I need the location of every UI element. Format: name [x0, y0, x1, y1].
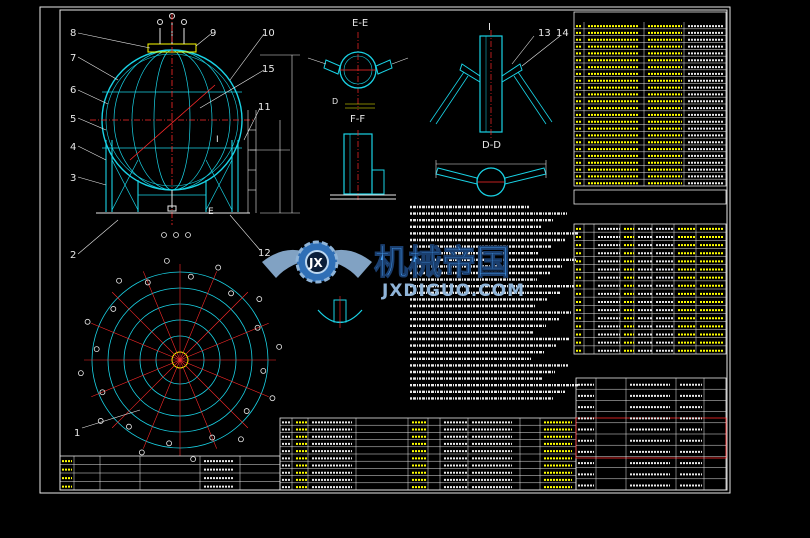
callout-9: 9 [210, 28, 216, 39]
callout-5: 5 [70, 114, 76, 125]
technical-notes-block [410, 205, 579, 400]
callout-6: 6 [70, 85, 76, 96]
section-mark-i: I [216, 135, 219, 145]
callout-13: 13 [538, 28, 551, 39]
watermark-english: JXDIGUO.COM [381, 281, 525, 301]
callout-11: 11 [258, 102, 271, 113]
section-mark-e: E [208, 207, 214, 217]
view-title-i: I [488, 22, 491, 33]
detail-view-dd: D-D [435, 140, 547, 197]
parts-list-table [279, 417, 577, 491]
outer-frame [39, 6, 731, 494]
tank-plan-view: 1 [74, 257, 283, 463]
title-block [575, 377, 727, 491]
callout-3: 3 [70, 173, 76, 184]
view-title-ff: F-F [350, 114, 365, 125]
callout-10: 10 [262, 28, 275, 39]
view-title-ee: E-E [352, 18, 368, 29]
design-data-table [573, 11, 727, 187]
detail-view-small [317, 296, 363, 328]
tank-elevation-view: 8 7 6 5 4 3 2 9 10 15 11 12 I E [70, 13, 300, 261]
watermark-chinese: 机械帝国 [374, 243, 510, 283]
revision-table [59, 455, 281, 491]
view-title-dd: D-D [482, 140, 501, 151]
callout-14: 14 [556, 28, 569, 39]
callout-2: 2 [70, 250, 76, 261]
nozzle-table [573, 189, 727, 355]
section-mark-d: D [332, 97, 338, 106]
callout-4: 4 [70, 142, 76, 153]
callout-12: 12 [258, 248, 271, 259]
gear-wings-logo-icon: JX [262, 240, 372, 284]
callout-7: 7 [70, 53, 76, 64]
detail-view-ee: E-E D [307, 18, 409, 110]
detail-view-i: I 13 14 [429, 22, 569, 140]
svg-text:JX: JX [308, 256, 323, 270]
callout-8: 8 [70, 28, 76, 39]
detail-view-ff: F-F [330, 114, 396, 200]
callout-1: 1 [74, 428, 80, 439]
callout-15: 15 [262, 64, 275, 75]
